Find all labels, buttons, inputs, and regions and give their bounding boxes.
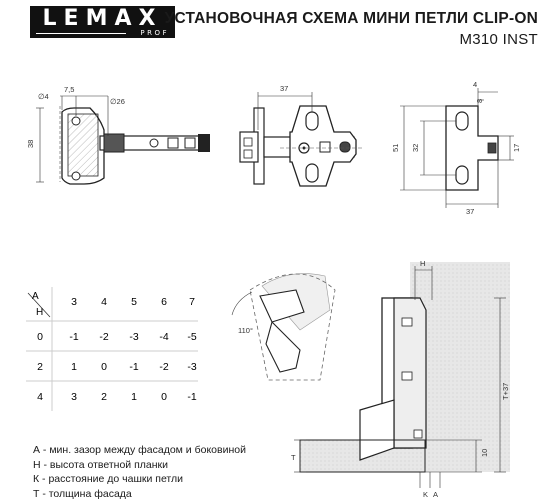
table-row-header: 2 [37,361,43,373]
table-header-cell: 4 [101,296,107,308]
title-line-2: М310 INST [459,31,538,48]
table-row-header: 0 [37,331,43,343]
table-cell: 0 [161,391,167,403]
dim-opening-angle: 110° [238,326,253,335]
table-cell: -1 [69,331,78,343]
logo-brand-text: LEMAX [42,6,163,31]
dim-10-label: 10 [480,449,489,457]
dim-hole-spacing: 38 [26,140,35,148]
dim-t37-label: T+37 [501,383,510,400]
dim-plate-height: 51 [391,144,400,152]
table-header-cell: 7 [189,296,195,308]
table-cell: -3 [187,361,196,373]
dim-plate-holes: 32 [411,144,420,152]
dim-a-label: A [433,490,438,499]
document-title: УСТАНОВОЧНАЯ СХЕМА МИНИ ПЕТЛИ CLIP-ON М3… [165,10,538,49]
table-cell: -5 [187,331,196,343]
table-header-cell: 3 [71,296,77,308]
hinge-top-view [239,92,362,187]
dim-hole-diameter: ∅4 [38,92,49,101]
hinge-cup-side-view [36,95,210,185]
installation-section [231,262,510,488]
table-corner-h: H [36,307,43,318]
table-cell: 1 [71,361,77,373]
brand-logo: LEMAX PROF [30,6,175,38]
dim-t-label: T [291,453,296,462]
dim-edge-offset: 7,5 [64,85,74,94]
dim-plate-17: 17 [512,144,521,152]
table-row-header: 4 [37,391,43,403]
table-cell: 2 [101,391,107,403]
mounting-plate-view [400,88,514,208]
table-cell: -2 [99,331,108,343]
table-cell: -1 [129,361,138,373]
table-cell: -2 [159,361,168,373]
dim-plate-top: 4 [473,80,477,89]
dim-k-label: K [423,490,428,499]
table-cell: 3 [71,391,77,403]
legend-item: А - мин. зазор между фасадом и боковиной [33,444,246,456]
dim-cup-diameter: ∅26 [110,97,125,106]
table-corner-a: A [32,291,39,302]
table-cell: -3 [129,331,138,343]
gap-table: A H 3 4 5 6 7 0 -1 -2 -3 -4 -5 2 1 0 -1 … [26,287,198,411]
table-header-cell: 5 [131,296,137,308]
table-cell: 0 [101,361,107,373]
dim-plate-width: 37 [466,207,474,216]
legend-item: Н - высота ответной планки [33,458,168,471]
legend-item: К - расстояние до чашки петли [33,473,184,485]
logo-sub-text: PROF [140,29,169,37]
table-header-cell: 6 [161,296,167,308]
table-cell: -4 [159,331,168,343]
dim-plate-8: 8 [475,99,484,103]
title-line-1: УСТАНОВОЧНАЯ СХЕМА МИНИ ПЕТЛИ CLIP-ON [164,10,538,27]
table-cell: 1 [131,391,137,403]
table-cell: -1 [187,391,196,403]
dim-h-label: H [420,259,425,268]
dim-plate-offset: 37 [280,84,288,93]
legend: А - мин. зазор между фасадом и боковиной… [33,443,246,501]
logo-underline [36,33,126,34]
legend-item: Т - толщина фасада [33,487,132,500]
